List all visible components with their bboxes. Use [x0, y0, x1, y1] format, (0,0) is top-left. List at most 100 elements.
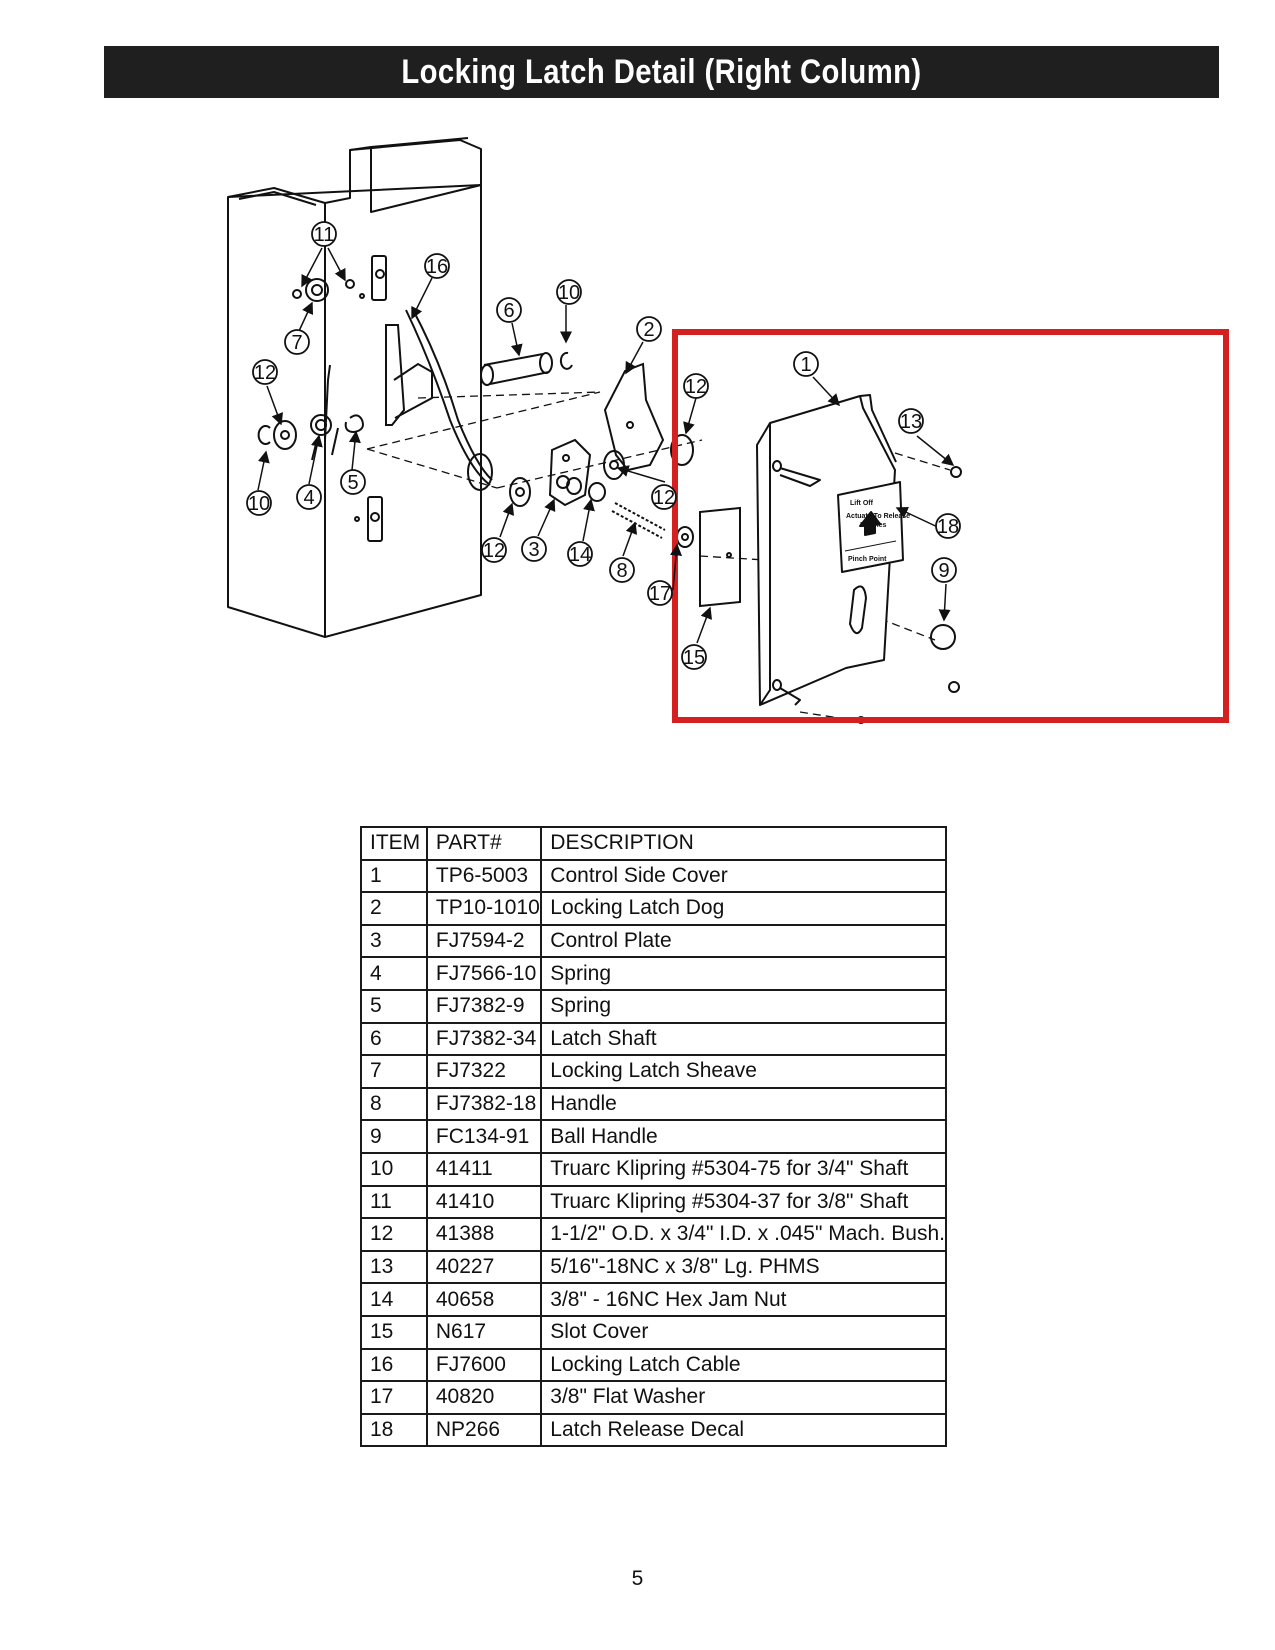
cell-item: 11	[360, 1184, 428, 1220]
cell-description: Truarc Klipring #5304-37 for 3/8" Shaft	[540, 1184, 947, 1220]
callout-13: 13	[900, 411, 922, 433]
guide-lines	[366, 391, 951, 723]
decal-line-3: Actuate To Release	[846, 513, 910, 520]
callouts	[246, 221, 961, 670]
callout-5: 5	[347, 472, 358, 494]
exploded-diagram: Lift Off Actuate To Release Latches Pinc…	[0, 0, 1275, 760]
decal-line-4: Latches	[860, 522, 887, 529]
callout-18: 18	[937, 516, 959, 538]
cell-item: 18	[360, 1412, 428, 1448]
callout-16: 16	[426, 256, 448, 278]
cell-part: 40658	[425, 1282, 543, 1317]
cell-part: FJ7382-18	[425, 1086, 543, 1122]
cell-part: NP266	[425, 1412, 543, 1448]
cell-part: TP6-5003	[425, 858, 543, 894]
cell-item: 14	[360, 1282, 428, 1317]
cell-item: 8	[360, 1086, 428, 1122]
cell-description: Slot Cover	[540, 1314, 947, 1350]
cell-part: TP10-1010	[425, 891, 543, 926]
cell-item: 3	[360, 923, 428, 959]
diagram-svg: Lift Off Actuate To Release Latches Pinc…	[227, 137, 1229, 724]
callout-10b: 10	[558, 282, 580, 304]
callout-12c: 12	[483, 540, 505, 562]
callout-6: 6	[503, 300, 514, 322]
table-header-row: ITEM PART# DESCRIPTION	[360, 826, 947, 861]
cell-item: 16	[360, 1347, 428, 1383]
cell-part: 40820	[425, 1380, 543, 1415]
cell-part: 41411	[425, 1151, 543, 1187]
cell-item: 17	[360, 1380, 428, 1415]
callout-2: 2	[643, 319, 654, 341]
cell-item: 12	[360, 1217, 428, 1252]
cell-description: 1-1/2" O.D. x 3/4" I.D. x .045" Mach. Bu…	[540, 1217, 947, 1252]
cell-part: N617	[425, 1314, 543, 1350]
callout-10a: 10	[248, 493, 270, 515]
callout-15: 15	[683, 647, 705, 669]
cell-part: 41388	[425, 1217, 543, 1252]
cell-description: Control Side Cover	[540, 858, 947, 894]
cell-item: 5	[360, 988, 428, 1024]
callout-12b: 12	[685, 376, 707, 398]
cell-part: 40227	[425, 1249, 543, 1285]
latch-mechanism	[257, 278, 741, 608]
cell-description: 3/8" Flat Washer	[540, 1380, 947, 1415]
callout-labels: 11 7 12 10 4 5 16 6 10 2 12 12 3 14 8 12…	[248, 224, 959, 669]
cell-description: Locking Latch Cable	[540, 1347, 947, 1383]
cell-description: Handle	[540, 1086, 947, 1122]
callout-7: 7	[291, 332, 302, 354]
cell-item: 13	[360, 1249, 428, 1285]
cell-description: Latch Shaft	[540, 1021, 947, 1057]
callout-1: 1	[800, 354, 811, 376]
callout-11: 11	[314, 224, 335, 246]
callout-17: 17	[649, 583, 671, 605]
cell-item: 10	[360, 1151, 428, 1187]
cell-part: FJ7594-2	[425, 923, 543, 959]
decal-line-1: Lift Off	[850, 500, 874, 507]
callout-8: 8	[616, 560, 627, 582]
cell-item: 15	[360, 1314, 428, 1350]
header-part: PART#	[425, 826, 543, 861]
cell-part: FC134-91	[425, 1119, 543, 1154]
cell-part: FJ7566-10	[425, 956, 543, 991]
cell-description: Control Plate	[540, 923, 947, 959]
cell-item: 4	[360, 956, 428, 991]
cell-part: FJ7382-34	[425, 1021, 543, 1057]
cell-description: 3/8" - 16NC Hex Jam Nut	[540, 1282, 947, 1317]
side-cover: Lift Off Actuate To Release Latches Pinc…	[756, 394, 962, 724]
cell-description: Spring	[540, 956, 947, 991]
page-title: Locking Latch Detail (Right Column)	[401, 52, 922, 91]
title-bar: Locking Latch Detail (Right Column)	[104, 46, 1219, 98]
decal-line-5: Pinch Point	[848, 556, 887, 563]
callout-12a: 12	[254, 362, 276, 384]
page-number: 5	[631, 1567, 644, 1590]
callout-12d: 12	[653, 487, 675, 509]
header-item: ITEM	[360, 826, 428, 861]
header-description: DESCRIPTION	[540, 826, 947, 861]
cell-item: 2	[360, 891, 428, 926]
cell-description: Spring	[540, 988, 947, 1024]
highlight-box	[672, 329, 1229, 723]
cell-description: Truarc Klipring #5304-75 for 3/4" Shaft	[540, 1151, 947, 1187]
callout-3: 3	[528, 539, 539, 561]
cell-item: 6	[360, 1021, 428, 1057]
cell-description: Latch Release Decal	[540, 1412, 947, 1448]
leader-lines	[257, 247, 955, 644]
cell-description: 5/16"-18NC x 3/8" Lg. PHMS	[540, 1249, 947, 1285]
cell-item: 9	[360, 1119, 428, 1154]
